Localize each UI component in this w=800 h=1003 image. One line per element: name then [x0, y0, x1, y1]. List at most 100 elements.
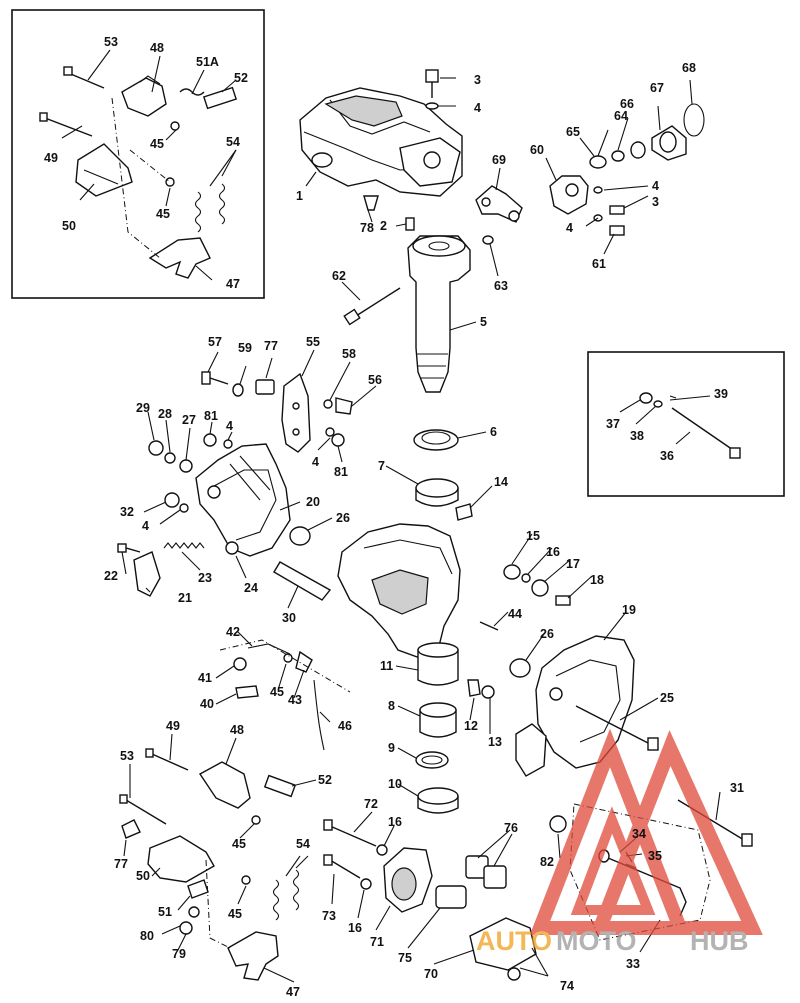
callout-2: 2 — [380, 219, 387, 233]
callout-5: 5 — [480, 315, 487, 329]
callout-75: 75 — [398, 951, 412, 965]
callout-82: 82 — [540, 855, 554, 869]
callout-7: 7 — [378, 459, 385, 473]
callout-4c: 4 — [566, 221, 573, 235]
callout-34: 34 — [632, 827, 646, 841]
callout-47b: 47 — [286, 985, 300, 999]
callout-35: 35 — [648, 849, 662, 863]
callout-71: 71 — [370, 935, 384, 949]
callout-36: 36 — [660, 449, 674, 463]
callout-48b: 48 — [230, 723, 244, 737]
callout-45d: 45 — [232, 837, 246, 851]
callout-51: 51 — [158, 905, 172, 919]
callout-33: 33 — [626, 957, 640, 971]
bushings-upper — [413, 429, 473, 521]
callout-39: 39 — [714, 387, 728, 401]
callout-53b: 53 — [120, 749, 134, 763]
callout-55: 55 — [306, 335, 320, 349]
leader-lines — [61, 49, 721, 983]
callout-77: 77 — [264, 339, 278, 353]
lower-left-cluster — [119, 748, 300, 981]
callout-70: 70 — [424, 967, 438, 981]
callout-25: 25 — [660, 691, 674, 705]
callout-14: 14 — [494, 475, 508, 489]
callout-15: 15 — [526, 529, 540, 543]
callout-45: 45 — [150, 137, 164, 151]
callout-8: 8 — [388, 699, 395, 713]
callout-44: 44 — [508, 607, 522, 621]
callout-21: 21 — [178, 591, 192, 605]
steering-tube — [343, 235, 494, 393]
callout-73: 73 — [322, 909, 336, 923]
callout-52b: 52 — [318, 773, 332, 787]
callout-1: 1 — [296, 189, 303, 203]
callout-81: 81 — [204, 409, 218, 423]
callout-4f: 4 — [142, 519, 149, 533]
callout-79: 79 — [172, 947, 186, 961]
callout-3: 3 — [474, 73, 481, 87]
callout-50: 50 — [62, 219, 76, 233]
callout-37: 37 — [606, 417, 620, 431]
callout-72: 72 — [364, 797, 378, 811]
callout-77b: 77 — [114, 857, 128, 871]
callout-59: 59 — [238, 341, 252, 355]
callout-18: 18 — [590, 573, 604, 587]
watermark-hub: HUB — [690, 926, 749, 956]
callout-50b: 50 — [136, 869, 150, 883]
automotohub-watermark: AUTO MOTO HUB — [476, 728, 763, 956]
callout-16c: 16 — [348, 921, 362, 935]
callout-47: 47 — [226, 277, 240, 291]
tilt-lock-cluster — [475, 103, 705, 236]
callout-62: 62 — [332, 269, 346, 283]
callout-20: 20 — [306, 495, 320, 509]
inset-top-left — [11, 9, 265, 299]
callout-23: 23 — [198, 571, 212, 585]
callout-28: 28 — [158, 407, 172, 421]
callout-63: 63 — [494, 279, 508, 293]
callout-45e: 45 — [228, 907, 242, 921]
callout-24: 24 — [244, 581, 258, 595]
callout-41: 41 — [198, 671, 212, 685]
callout-26b: 26 — [540, 627, 554, 641]
callout-27: 27 — [182, 413, 196, 427]
callout-9: 9 — [388, 741, 395, 755]
callout-45c: 45 — [270, 685, 284, 699]
watermark-auto: AUTO — [476, 926, 552, 956]
callout-68: 68 — [682, 61, 696, 75]
callout-43: 43 — [288, 693, 302, 707]
callout-42: 42 — [226, 625, 240, 639]
bushings-lower — [415, 702, 459, 814]
callout-labels: 53 48 51A 52 49 45 54 50 45 47 1 3 4 64 … — [44, 35, 744, 999]
callout-26: 26 — [336, 511, 350, 525]
callout-64: 64 — [614, 109, 628, 123]
callout-80: 80 — [140, 929, 154, 943]
callout-65: 65 — [566, 125, 580, 139]
callout-11: 11 — [380, 659, 393, 673]
callout-74: 74 — [560, 979, 574, 993]
tilt-lever-hardware — [219, 639, 351, 751]
callout-17: 17 — [566, 557, 580, 571]
callout-46: 46 — [338, 719, 352, 733]
callout-16b: 16 — [388, 815, 402, 829]
callout-38: 38 — [630, 429, 644, 443]
callout-53: 53 — [104, 35, 118, 49]
callout-78: 78 — [360, 221, 374, 235]
swivel-bracket-assembly — [299, 69, 463, 231]
callout-51a: 51A — [196, 55, 219, 69]
callout-29: 29 — [136, 401, 150, 415]
callout-48: 48 — [150, 41, 164, 55]
callout-12: 12 — [464, 719, 478, 733]
callout-4e: 4 — [312, 455, 319, 469]
callout-22: 22 — [104, 569, 118, 583]
callout-66: 66 — [620, 97, 634, 111]
callout-32: 32 — [120, 505, 134, 519]
callout-45b: 45 — [156, 207, 170, 221]
callout-57: 57 — [208, 335, 222, 349]
callout-30: 30 — [282, 611, 296, 625]
watermark-moto: MOTO — [556, 926, 637, 956]
swivel-housing — [337, 523, 571, 699]
callout-4: 4 — [474, 101, 481, 115]
callout-3b: 3 — [652, 195, 659, 209]
callout-13: 13 — [488, 735, 502, 749]
